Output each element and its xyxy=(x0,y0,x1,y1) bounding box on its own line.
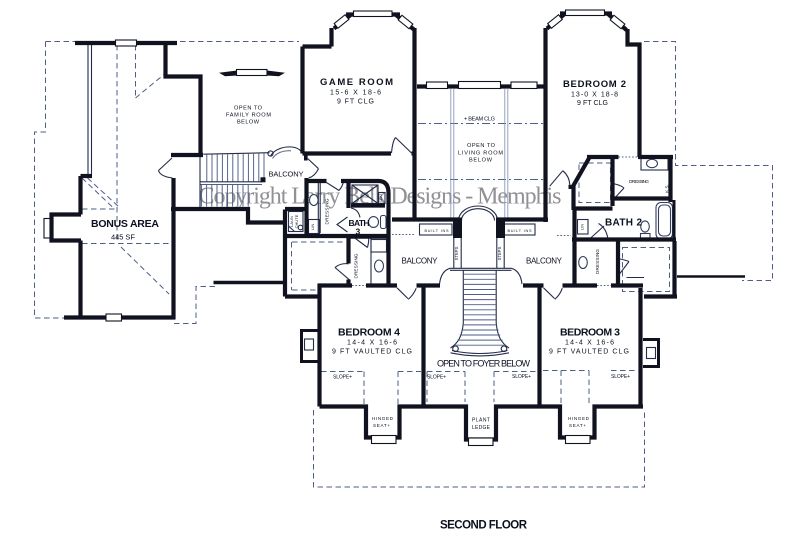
svg-text:13-0 X 18-8: 13-0 X 18-8 xyxy=(571,92,618,99)
svg-text:SECOND FLOOR: SECOND FLOOR xyxy=(440,520,528,532)
svg-text:CHUTE: CHUTE xyxy=(294,214,299,228)
svg-text:GAME ROOM: GAME ROOM xyxy=(320,77,393,88)
svg-text:9 FT CLG: 9 FT CLG xyxy=(337,99,374,106)
svg-text:BATH 2: BATH 2 xyxy=(605,218,642,229)
svg-text:SEAT+: SEAT+ xyxy=(569,423,586,428)
svg-text:14-4 X 16-6: 14-4 X 16-6 xyxy=(347,340,397,347)
svg-text:OPEN TO FOYER BELOW: OPEN TO FOYER BELOW xyxy=(437,359,531,369)
svg-text:PLANT: PLANT xyxy=(472,418,490,424)
svg-text:HINGED: HINGED xyxy=(372,416,394,421)
svg-text:SLOPE+: SLOPE+ xyxy=(333,375,352,381)
svg-text:BELOW: BELOW xyxy=(237,120,260,126)
svg-text:BUILT INS: BUILT INS xyxy=(425,229,449,233)
svg-text:STEPS: STEPS xyxy=(497,246,502,260)
svg-text:14-4 X 16-6: 14-4 X 16-6 xyxy=(565,340,614,347)
svg-text:LEDGE: LEDGE xyxy=(472,425,491,431)
svg-text:DRESSING: DRESSING xyxy=(595,249,600,274)
svg-text:STEPS: STEPS xyxy=(454,246,459,260)
svg-text:LIN: LIN xyxy=(310,224,315,230)
svg-text:BALCONY: BALCONY xyxy=(402,257,439,266)
svg-text:BEDROOM 4: BEDROOM 4 xyxy=(338,327,400,339)
svg-text:HINGED: HINGED xyxy=(568,416,590,421)
svg-text:SLOPE+: SLOPE+ xyxy=(512,374,531,380)
svg-text:9 FT VAULTED CLG: 9 FT VAULTED CLG xyxy=(549,349,629,356)
svg-text:SLOPE+: SLOPE+ xyxy=(427,375,446,381)
svg-text:BELOW: BELOW xyxy=(469,158,493,164)
svg-text:BEDROOM 2: BEDROOM 2 xyxy=(563,79,626,90)
svg-text:9 FT CLG: 9 FT CLG xyxy=(577,100,608,107)
svg-text:FAMILY ROOM: FAMILY ROOM xyxy=(226,113,271,119)
svg-text:9 FT VAULTED CLG: 9 FT VAULTED CLG xyxy=(332,349,412,356)
svg-text:445 SF: 445 SF xyxy=(111,233,135,242)
svg-text:+ BEAM CLG: + BEAM CLG xyxy=(464,117,495,123)
svg-text:LAUN: LAUN xyxy=(289,216,294,227)
svg-text:LIVING ROOM: LIVING ROOM xyxy=(458,151,503,157)
svg-text:K.S.: K.S. xyxy=(665,184,670,193)
svg-text:BALCONY: BALCONY xyxy=(526,257,563,266)
svg-text:DRESSING: DRESSING xyxy=(354,253,359,278)
svg-text:OPEN TO: OPEN TO xyxy=(467,143,496,149)
svg-text:3: 3 xyxy=(356,227,361,237)
svg-text:SEAT+: SEAT+ xyxy=(373,423,390,428)
svg-text:DRESSING: DRESSING xyxy=(324,198,329,224)
svg-text:LIN: LIN xyxy=(580,224,585,230)
svg-text:BONUS AREA: BONUS AREA xyxy=(91,218,159,230)
svg-text:BUILT INS: BUILT INS xyxy=(508,229,532,233)
svg-text:SEAT: SEAT xyxy=(379,193,383,203)
svg-text:SLOPE+: SLOPE+ xyxy=(611,374,630,380)
svg-text:OPEN TO: OPEN TO xyxy=(234,106,263,112)
svg-text:DRESSING: DRESSING xyxy=(629,179,649,184)
svg-text:15-6 X 18-6: 15-6 X 18-6 xyxy=(330,90,381,97)
svg-text:BATH: BATH xyxy=(349,218,370,228)
svg-text:BALCONY: BALCONY xyxy=(269,170,304,179)
svg-text:BEDROOM 3: BEDROOM 3 xyxy=(560,327,620,339)
